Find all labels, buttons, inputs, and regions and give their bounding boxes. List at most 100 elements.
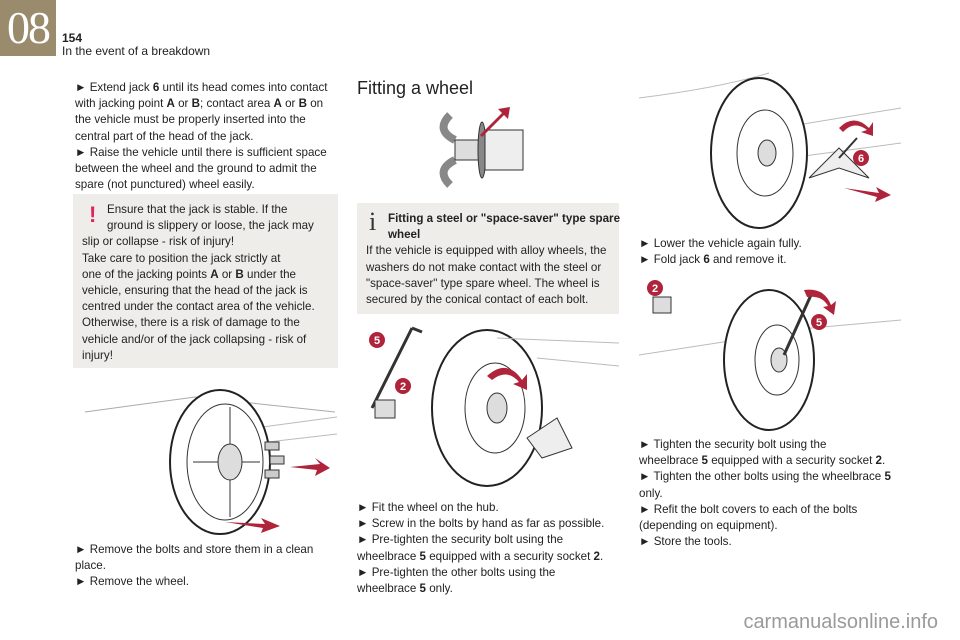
text-segment: . (881, 454, 886, 468)
text-segment: ► Tighten the other bolts using the whee… (639, 470, 885, 484)
text-segment: ► Fit the wheel on the hub. (357, 501, 499, 514)
text-line: ► Screw in the bolts by hand as far as p… (357, 516, 621, 532)
callout-label: 2 (652, 283, 658, 295)
text-line: the vehicle must be properly inserted in… (75, 112, 339, 128)
page-number: 154 (62, 31, 83, 45)
arrow-icon (844, 187, 891, 202)
arrow-icon (480, 107, 510, 137)
text-segment: ► Pre-tighten the other bolts using the (357, 565, 556, 579)
text-line: one of the jacking points A or B under t… (82, 267, 330, 283)
text-line: If the vehicle is equipped with alloy wh… (366, 243, 611, 259)
text-segment: Take care to position the jack strictly … (82, 251, 281, 265)
text-line: vehicle and/or of the jack collapsing - … (82, 332, 330, 348)
text-line: secured by the conical contact of each b… (366, 292, 611, 308)
text-segment: or (218, 267, 236, 281)
text-segment: wheelbrace (357, 549, 420, 563)
text-segment: ; contact area (200, 97, 274, 111)
bold-reference: A (166, 97, 175, 111)
text-segment: wheelbrace (639, 454, 702, 468)
text-segment: ground is slippery or loose, the jack ma… (107, 219, 314, 233)
text-line: injury! (82, 348, 330, 364)
text-segment: . (599, 549, 604, 563)
callout-label: 5 (816, 317, 822, 329)
text-line: Otherwise, there is a risk of damage to … (82, 315, 330, 331)
text-line: ► Fit the wheel on the hub. (357, 500, 621, 516)
bold-reference: 5 (419, 582, 426, 596)
text-segment: secured by the conical contact of each b… (366, 293, 589, 307)
text-segment: with jacking point (75, 97, 167, 111)
text-segment: one of the jacking points (82, 267, 211, 281)
text-segment: ► Screw in the bolts by hand as far as p… (357, 517, 605, 531)
bold-reference: 5 (419, 549, 426, 563)
callout-badge (395, 378, 411, 394)
text-segment: washers do not make contact with the ste… (366, 260, 602, 274)
info-icon: i (369, 207, 377, 236)
bold-reference: B (298, 97, 308, 111)
bold-reference: 5 (884, 470, 891, 484)
arrow-icon (225, 518, 280, 533)
text-line: ► Pre-tighten the security bolt using th… (357, 532, 621, 548)
text-segment: the vehicle must be properly inserted in… (75, 113, 306, 127)
bold-reference: A (273, 97, 282, 111)
text-segment: Otherwise, there is a risk of damage to … (82, 316, 300, 330)
text-line: vehicle, ensuring that the head of the j… (82, 283, 330, 299)
chapter-number: 08 (0, 0, 56, 56)
text-line: ► Tighten the security bolt using the (639, 437, 903, 453)
text-line: wheelbrace 5 only. (357, 581, 621, 597)
text-line: ► Pre-tighten the other bolts using the (357, 565, 621, 581)
text-segment: ► Lower the vehicle again fully. (639, 237, 802, 250)
text-line: ► Remove the wheel. (75, 574, 339, 590)
callout-badge (369, 332, 385, 348)
text-segment: ► Pre-tighten the security bolt using th… (357, 533, 564, 547)
text-segment: only. (639, 486, 663, 500)
text-line: place. (75, 558, 339, 574)
section-heading: Fitting a wheel (357, 78, 474, 98)
tighten-bolts-illustration: 2 5 (639, 280, 901, 431)
text-segment: injury! (82, 348, 113, 362)
bold-reference: 6 (152, 81, 160, 94)
text-segment: wheelbrace (357, 582, 420, 596)
bold-reference: B (235, 267, 244, 281)
text-segment: ► Extend jack (75, 81, 153, 94)
callout-label: 2 (400, 381, 406, 393)
text-line: washers do not make contact with the ste… (366, 260, 611, 276)
text-line: ► Tighten the other bolts using the whee… (639, 469, 903, 485)
text-segment: If the vehicle is equipped with alloy wh… (366, 244, 607, 258)
text-segment: vehicle, ensuring that the head of the j… (82, 284, 308, 298)
text-segment: (depending on equipment). (639, 519, 778, 533)
text-segment: ► Refit the bolt covers to each of the b… (639, 502, 858, 516)
text-segment: centred under the contact area of the ve… (82, 300, 315, 314)
info-heading-line: Fitting a steel or "space-saver" type sp… (388, 212, 621, 225)
text-segment: equipped with a security socket (707, 454, 876, 468)
lower-vehicle-illustration: 6 (639, 72, 901, 229)
text-segment: slip or collapse - risk of injury! (82, 235, 235, 249)
text-line: ► Raise the vehicle until there is suffi… (75, 145, 339, 161)
remove-wheel-steps: ► Remove the bolts and store them in a c… (75, 542, 339, 591)
text-segment: and remove it. (709, 253, 787, 267)
text-segment: "space-saver" type spare wheel. The whee… (366, 276, 600, 290)
text-segment: place. (75, 559, 106, 573)
text-line: ► Remove the bolts and store them in a c… (75, 542, 339, 558)
arrow-icon (804, 289, 836, 315)
text-segment: on (307, 97, 324, 111)
text-line: ► Lower the vehicle again fully. (639, 236, 903, 252)
text-line: ► Fold jack 6 and remove it. (639, 252, 903, 268)
arrow-icon (839, 120, 873, 136)
bold-reference: B (191, 97, 201, 111)
text-segment: or (281, 97, 299, 111)
callout-badge (853, 150, 869, 166)
bolt-washer-illustration (439, 107, 524, 188)
text-line: ground is slippery or loose, the jack ma… (82, 218, 330, 234)
text-segment: ► Raise the vehicle until there is suffi… (75, 145, 327, 159)
text-line: Take care to position the jack strictly … (82, 251, 330, 267)
arrow-icon (487, 367, 527, 390)
text-line: ► Extend jack 6 until its head comes int… (75, 80, 339, 96)
text-line: with jacking point A or B; contact area … (75, 96, 339, 112)
text-line: wheelbrace 5 equipped with a security so… (639, 453, 903, 469)
text-line: wheelbrace 5 equipped with a security so… (357, 549, 621, 565)
text-segment: Ensure that the jack is stable. If the (107, 203, 288, 216)
bold-reference: 2 (593, 549, 600, 563)
text-line: central part of the head of the jack. (75, 129, 339, 145)
jack-instructions: ► Extend jack 6 until its head comes int… (75, 80, 339, 193)
